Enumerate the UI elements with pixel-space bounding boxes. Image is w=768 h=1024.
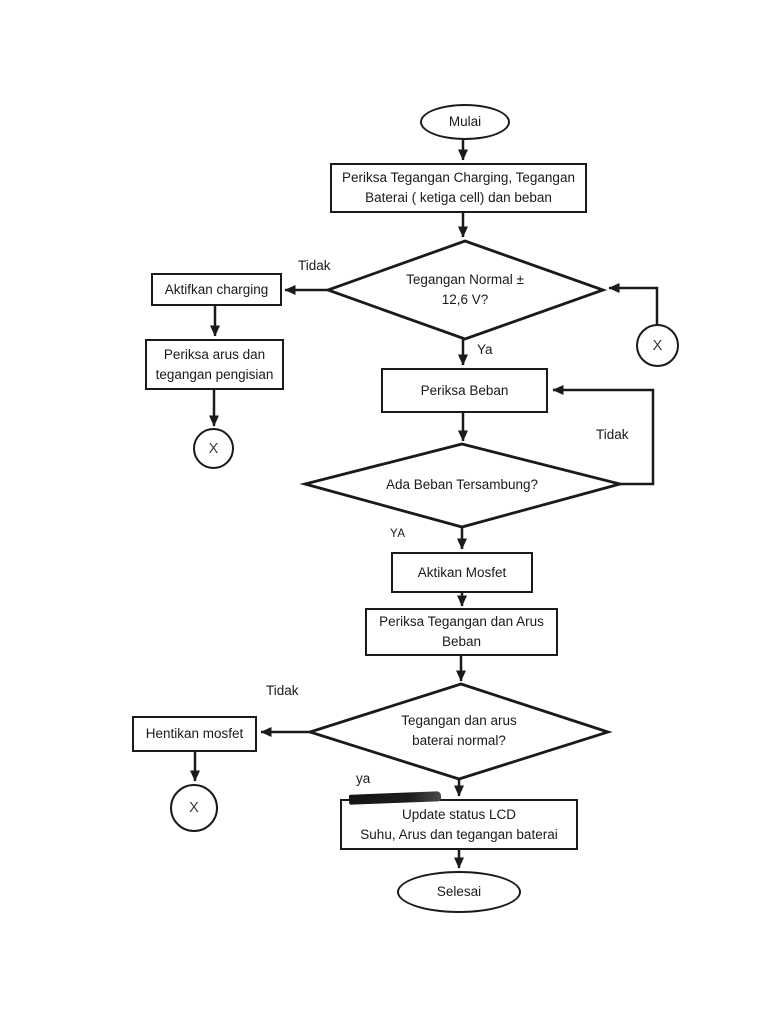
- decision-tegangan-arus-baterai: Tegangan dan arus baterai normal?: [359, 706, 559, 756]
- process-periksa-beban: Periksa Beban: [381, 368, 548, 413]
- process-periksa-tegangan-charging: Periksa Tegangan Charging, Tegangan Bate…: [330, 163, 587, 213]
- decision-line: baterai normal?: [412, 733, 506, 748]
- process-line: Periksa Tegangan Charging, Tegangan: [342, 170, 575, 185]
- process-line: Aktikan Mosfet: [417, 564, 507, 580]
- process-line: Update status LCD: [401, 806, 517, 822]
- connector-x-left: X: [193, 428, 234, 469]
- connector-x-bottom: X: [170, 784, 218, 832]
- edge-label-battery-yes: ya: [356, 771, 371, 786]
- edge-label-load-yes: YA: [390, 528, 406, 540]
- process-line: Suhu, Arus dan tegangan baterai: [360, 826, 558, 842]
- decision-line: Tegangan Normal ±: [406, 272, 524, 287]
- process-line: Baterai ( ketiga cell) dan beban: [365, 190, 552, 205]
- edge-label-voltage-no: Tidak: [298, 258, 331, 273]
- process-aktikan-mosfet: Aktikan Mosfet: [391, 552, 533, 593]
- connector-label: X: [189, 800, 199, 816]
- process-line: tegangan pengisian: [155, 366, 274, 382]
- edge-x-right-to-decision-voltage: [608, 283, 659, 324]
- process-line: Periksa Beban: [420, 382, 509, 398]
- connector-x-right: X: [636, 324, 679, 367]
- process-aktifkan-charging: Aktifkan charging: [151, 273, 282, 306]
- decision-voltage-diamond-shape: [323, 239, 608, 341]
- decision-line: Tegangan dan arus: [401, 713, 517, 728]
- start-label: Mulai: [448, 114, 482, 129]
- process-line: Beban: [441, 634, 482, 649]
- process-periksa-tegangan-arus-beban: Periksa Tegangan dan Arus Beban: [365, 608, 558, 656]
- process-line: Hentikan mosfet: [145, 726, 244, 741]
- edge-label-load-no: Tidak: [596, 427, 629, 442]
- connector-label: X: [652, 337, 663, 354]
- process-line: Periksa arus dan: [163, 346, 266, 362]
- process-line: Periksa Tegangan dan Arus: [379, 614, 544, 629]
- process-periksa-arus-pengisian: Periksa arus dan tegangan pengisian: [145, 339, 284, 390]
- decision-tegangan-normal: Tegangan Normal ± 12,6 V?: [365, 265, 565, 315]
- edge-label-voltage-yes: Ya: [477, 342, 493, 357]
- edge-label-battery-no: Tidak: [266, 683, 299, 698]
- process-update-status-lcd: Update status LCD Suhu, Arus dan teganga…: [340, 799, 578, 850]
- process-hentikan-mosfet: Hentikan mosfet: [132, 716, 257, 752]
- decision-ada-beban-tersambung: Ada Beban Tersambung?: [352, 470, 572, 500]
- process-line: Aktifkan charging: [164, 281, 269, 297]
- end-label: Selesai: [436, 884, 482, 899]
- edge-load-no-loop: [552, 385, 655, 486]
- start-terminator: Mulai: [420, 104, 510, 140]
- end-terminator: Selesai: [397, 871, 521, 913]
- decision-line: Ada Beban Tersambung?: [385, 477, 539, 492]
- decision-line: 12,6 V?: [441, 292, 489, 307]
- connector-label: X: [208, 440, 219, 457]
